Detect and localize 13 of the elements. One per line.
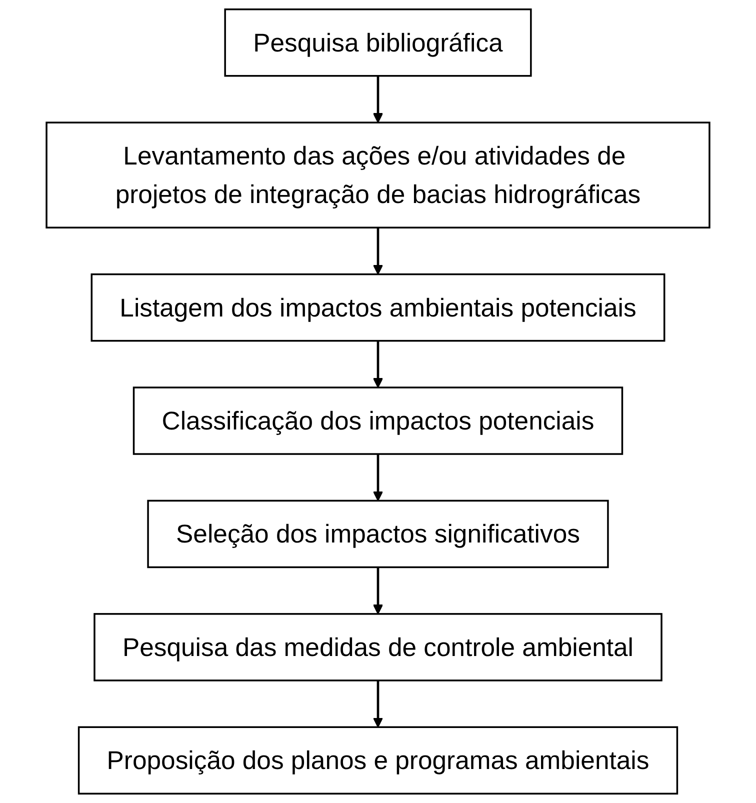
arrow [372,228,384,275]
arrow [372,76,384,124]
node-box: Levantamento das ações e/ou atividades de projetos de integração de bacias hidrográficas [46,122,710,228]
arrow [372,567,384,614]
arrow [372,454,384,502]
node-box: Seleção dos impactos significativos [147,500,609,568]
node-box: Classificação dos impactos potenciais [132,386,624,455]
node-box: Listagem dos impactos ambientais potenciais [90,273,666,342]
node-box: Pesquisa bibliográfica [224,8,532,77]
arrow [372,340,384,388]
node-box: Pesquisa das medidas de controle ambiental [94,613,662,682]
arrow [372,680,384,728]
node-box: Proposição dos planos e programas ambientais [78,726,678,795]
